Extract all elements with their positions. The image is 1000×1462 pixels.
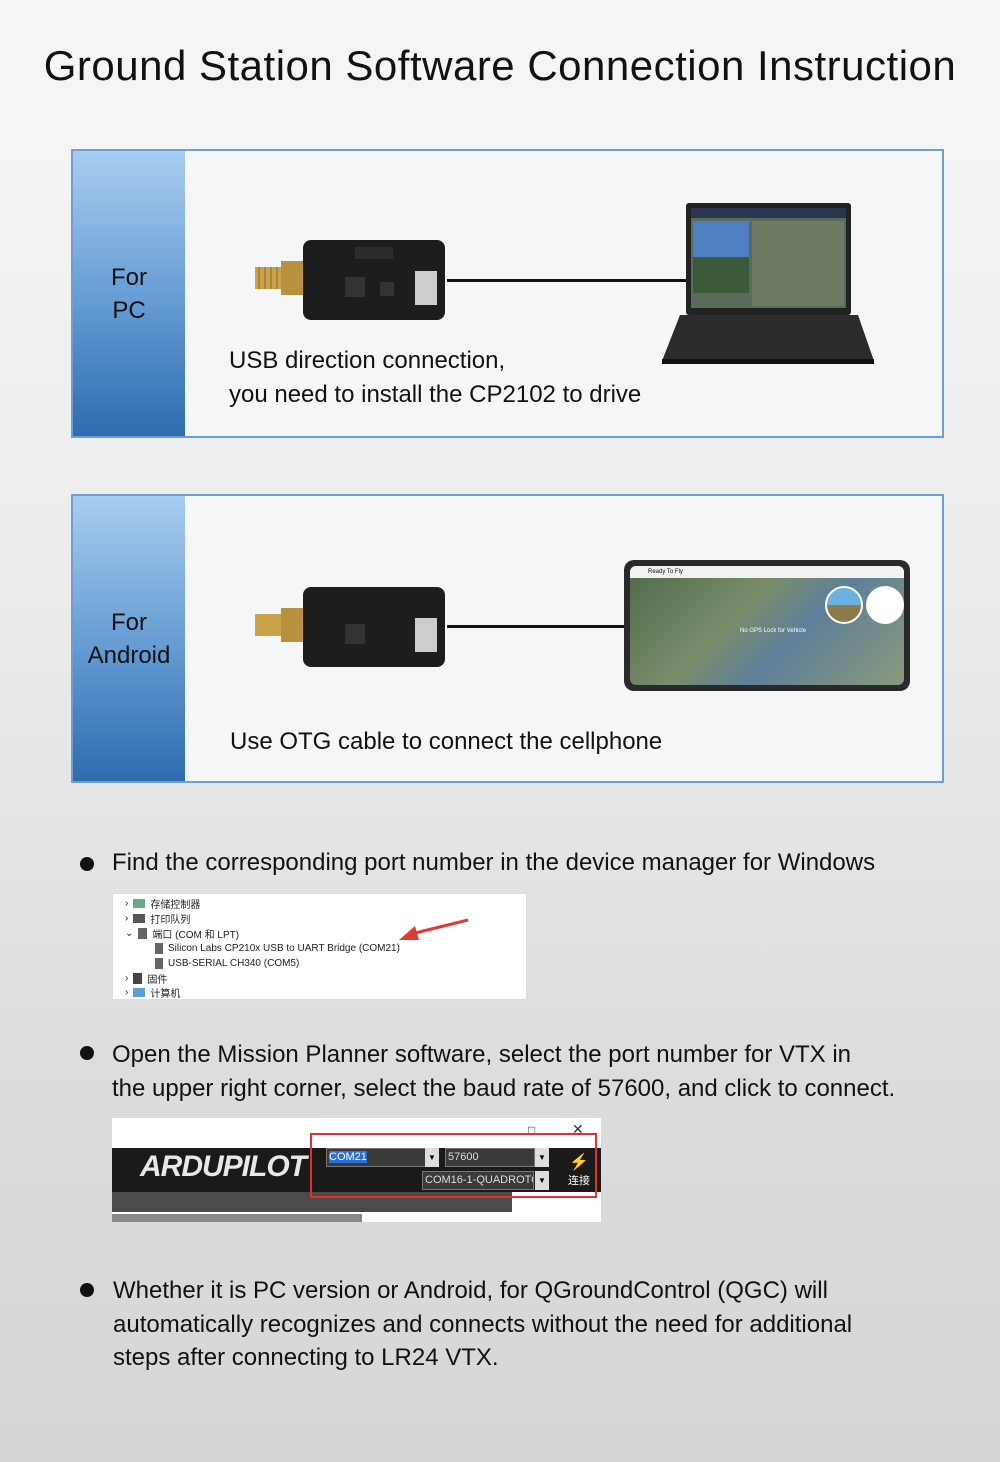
step-text-line: automatically recognizes and connects wi… bbox=[113, 1310, 853, 1338]
vtx-module-image bbox=[255, 240, 445, 320]
pc-connection-panel: For PC USB direction connection, you nee… bbox=[71, 149, 944, 438]
android-caption: Use OTG cable to connect the cellphone bbox=[230, 728, 663, 755]
step-text-line: Find the corresponding port number in th… bbox=[112, 849, 876, 876]
device-cp210x: Silicon Labs CP210x USB to UART Bridge (… bbox=[168, 942, 400, 954]
vtx-module-image bbox=[255, 587, 445, 667]
phone-image: Ready To Fly No GPS Lock for Vehicle bbox=[624, 560, 910, 691]
pc-caption-line1: USB direction connection, bbox=[229, 347, 506, 374]
device-ch340: USB-SERIAL CH340 (COM5) bbox=[168, 957, 300, 969]
step-text-line: Whether it is PC version or Android, for… bbox=[113, 1277, 828, 1304]
step-text-line: the upper right corner, select the baud … bbox=[112, 1074, 896, 1102]
device-category: 打印队列 bbox=[150, 914, 191, 926]
laptop-image bbox=[662, 203, 874, 364]
profile-select[interactable]: COM16-1-QUADROTOR bbox=[422, 1171, 534, 1190]
side-label-line: For bbox=[111, 608, 147, 636]
side-label-line: PC bbox=[112, 296, 146, 324]
android-side-label: For Android bbox=[73, 496, 185, 781]
chevron-down-icon[interactable]: ▼ bbox=[425, 1148, 439, 1167]
page-title: Ground Station Software Connection Instr… bbox=[43, 42, 957, 89]
step-text-line: Open the Mission Planner software, selec… bbox=[112, 1041, 852, 1068]
device-category-ports: 端口 (COM 和 LPT) bbox=[152, 929, 240, 941]
bullet-icon bbox=[80, 1046, 94, 1060]
step-text-line: steps after connecting to LR24 VTX. bbox=[113, 1344, 499, 1371]
android-connection-panel: For Android Ready To Fly No GPS Lock for… bbox=[71, 494, 944, 783]
close-icon[interactable]: ✕ bbox=[572, 1121, 584, 1137]
profile-value: COM16-1-QUADROTOR bbox=[425, 1174, 533, 1186]
baud-select[interactable]: 57600 bbox=[445, 1148, 535, 1167]
ardupilot-logo: ARDUPILOT bbox=[140, 1150, 307, 1183]
plug-icon: ⚡ bbox=[569, 1154, 589, 1171]
red-arrow-icon bbox=[399, 918, 469, 940]
chevron-down-icon[interactable]: ▼ bbox=[535, 1148, 549, 1167]
highlight-box bbox=[310, 1133, 597, 1198]
pc-caption-line2: you need to install the CP2102 to drive bbox=[229, 381, 642, 408]
phone-status-bar: Ready To Fly bbox=[630, 566, 904, 578]
mission-planner-screenshot: ARDUPILOT □ ✕ COM21 ▼ 57600 ▼ COM16-1-QU… bbox=[112, 1118, 601, 1222]
device-manager-screenshot: ›存储控制器 ›打印队列 ⌄端口 (COM 和 LPT) Silicon Lab… bbox=[112, 893, 527, 1000]
step-1-text: Find the corresponding port number in th… bbox=[112, 846, 952, 880]
bullet-icon bbox=[80, 857, 94, 871]
device-category: 存储控制器 bbox=[150, 899, 201, 911]
step-2-text: Open the Mission Planner software, selec… bbox=[112, 1038, 952, 1105]
side-label-line: For bbox=[111, 263, 147, 291]
connect-label: 连接 bbox=[568, 1175, 590, 1187]
phone-overlay-text: No GPS Lock for Vehicle bbox=[740, 628, 807, 634]
maximize-icon[interactable]: □ bbox=[528, 1123, 536, 1137]
bullet-icon bbox=[80, 1283, 94, 1297]
side-label-line: Android bbox=[87, 641, 171, 669]
step-3-text: Whether it is PC version or Android, for… bbox=[113, 1274, 953, 1375]
device-category: 固件 bbox=[147, 974, 168, 986]
port-select[interactable]: COM21 bbox=[326, 1148, 426, 1167]
chevron-down-icon[interactable]: ▼ bbox=[535, 1171, 549, 1190]
pc-side-label: For PC bbox=[73, 151, 185, 436]
device-category: 计算机 bbox=[150, 988, 181, 1000]
connect-button[interactable]: ⚡ 连接 bbox=[559, 1152, 599, 1192]
port-value: COM21 bbox=[329, 1151, 367, 1163]
baud-value: 57600 bbox=[448, 1151, 479, 1163]
